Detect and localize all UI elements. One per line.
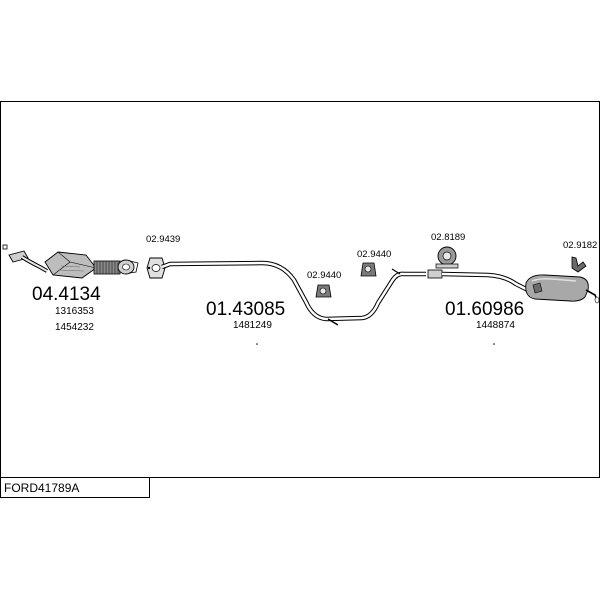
gasket-mount-02-9439[interactable]: 02.9439 [146,234,180,279]
oem-ref-1481249: 1481249 [233,320,272,331]
part-number-04-4134: 04.4134 [32,284,101,305]
rubber-hanger-02-9440-b[interactable]: 02.9440 [357,249,391,277]
mount-number: 02.9439 [146,234,180,245]
oem-ref-1448874: 1448874 [476,320,515,331]
mount-number: 02.9440 [307,270,341,281]
middle-pipe-part[interactable] [161,260,426,326]
mount-number: 02.9182 [563,240,597,251]
diagram-code: FORD41789A [4,481,79,495]
rear-hanger-02-9182[interactable]: 02.9182 [563,240,597,273]
oem-ref-1316353: 1316353 [55,306,94,317]
reference-dot [493,343,495,345]
part-number-01-60986: 01.60986 [445,299,524,320]
rear-silencer-part[interactable] [427,269,600,304]
clamp-mount-02-8189[interactable]: 02.8189 [431,232,465,269]
oem-ref-1454232: 1454232 [55,322,94,333]
reference-dot [256,343,258,345]
catalytic-converter-part[interactable] [2,244,139,279]
rubber-hanger-02-9440-a[interactable]: 02.9440 [307,270,341,298]
mount-number: 02.9440 [357,249,391,260]
mount-number: 02.8189 [431,232,465,243]
part-number-01-43085: 01.43085 [206,299,285,320]
code-box [0,477,150,498]
